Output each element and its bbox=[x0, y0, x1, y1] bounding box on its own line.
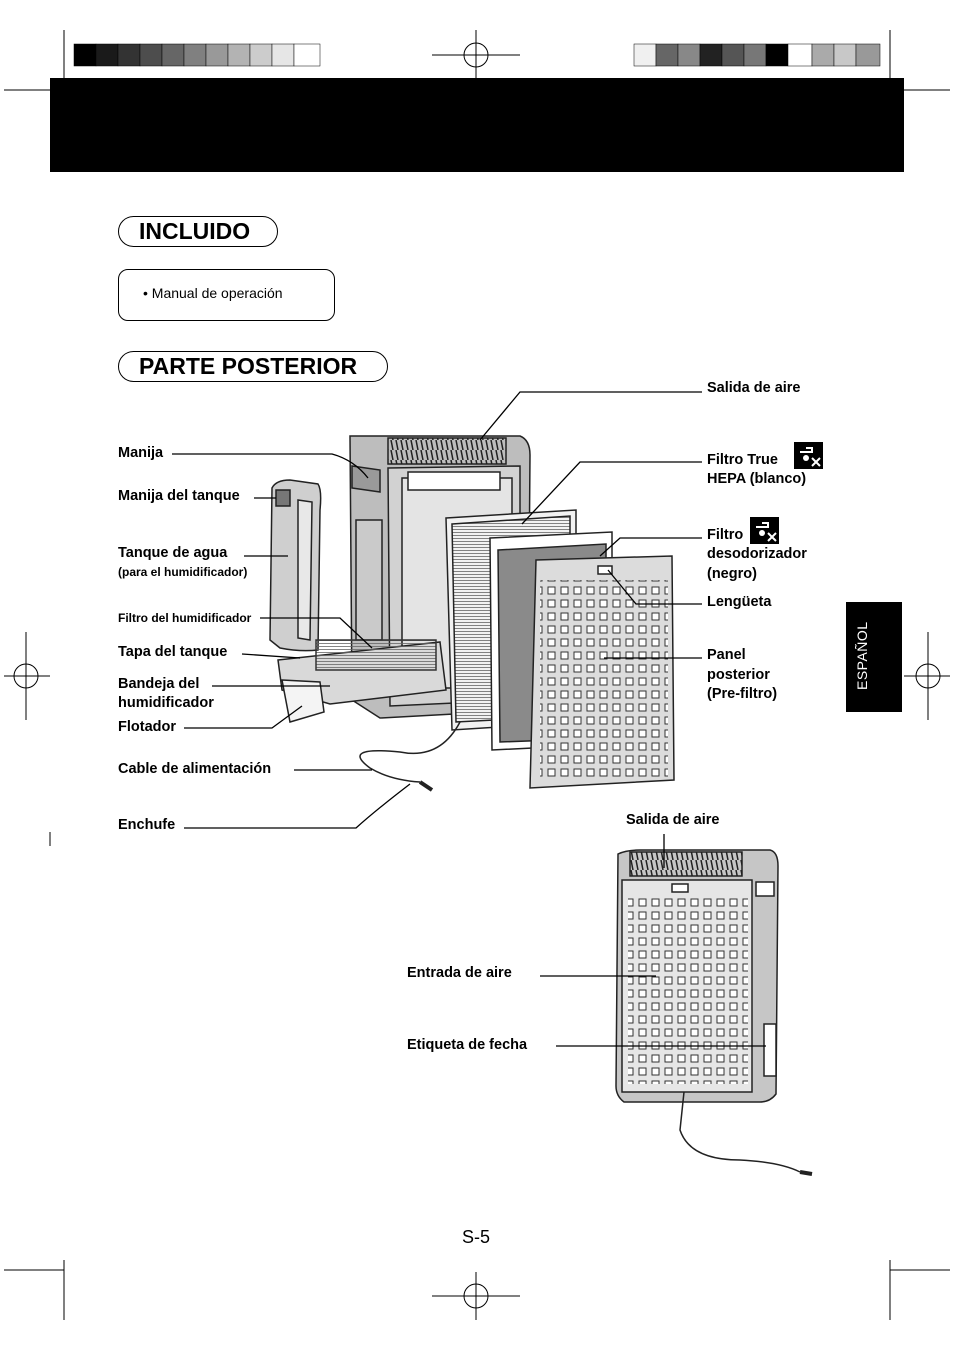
label-bandeja-1: Bandeja del bbox=[118, 676, 200, 692]
language-side-tab: ESPAÑOL bbox=[846, 602, 902, 712]
label-salida-aire-2: Salida de aire bbox=[626, 812, 720, 828]
rear-panel bbox=[529, 555, 675, 789]
power-cable bbox=[359, 721, 461, 792]
language-label: ESPAÑOL bbox=[854, 621, 870, 690]
wash-with-water-icon bbox=[750, 517, 779, 544]
label-tapa-tanque: Tapa del tanque bbox=[118, 644, 228, 660]
rear-view-cable bbox=[679, 1091, 813, 1176]
purifier-rear-view bbox=[615, 849, 779, 1103]
label-filtro-humidificador: Filtro del humidificador bbox=[118, 611, 252, 625]
label-panel-3: (Pre-filtro) bbox=[707, 686, 778, 702]
label-deso-3: (negro) bbox=[707, 566, 757, 582]
label-tanque-agua: Tanque de agua bbox=[118, 545, 228, 561]
label-etiqueta-fecha: Etiqueta de fecha bbox=[407, 1037, 528, 1053]
label-deso-1: Filtro bbox=[707, 527, 744, 543]
label-salida-aire: Salida de aire bbox=[707, 380, 801, 396]
label-bandeja-2: humidificador bbox=[118, 695, 214, 711]
label-cable: Cable de alimentación bbox=[118, 761, 272, 777]
included-item: • Manual de operación bbox=[143, 285, 283, 301]
water-tank bbox=[269, 479, 322, 652]
section-title-rear: PARTE POSTERIOR bbox=[118, 351, 388, 382]
label-manija-tanque: Manija del tanque bbox=[118, 488, 240, 504]
label-flotador: Flotador bbox=[118, 719, 176, 735]
page-number: S-5 bbox=[462, 1227, 491, 1247]
label-entrada-aire: Entrada de aire bbox=[407, 965, 512, 981]
label-manija: Manija bbox=[118, 445, 164, 461]
label-tanque-agua-sub: (para el humidificador) bbox=[118, 565, 248, 579]
label-enchufe: Enchufe bbox=[118, 817, 176, 833]
leader-lines bbox=[172, 391, 766, 1047]
label-panel-2: posterior bbox=[707, 667, 770, 683]
humidifier-tray bbox=[277, 639, 447, 723]
label-hepa-2: HEPA (blanco) bbox=[707, 471, 807, 487]
section-title-included: INCLUIDO bbox=[118, 216, 278, 247]
included-item-box: • Manual de operación bbox=[118, 269, 335, 321]
label-lengueta: Lengüeta bbox=[707, 594, 772, 610]
wash-with-water-icon bbox=[794, 442, 823, 469]
label-hepa-1: Filtro True bbox=[707, 452, 778, 468]
header-bar bbox=[50, 78, 904, 172]
label-deso-2: desodorizador bbox=[707, 546, 807, 562]
label-panel-1: Panel bbox=[707, 647, 746, 663]
